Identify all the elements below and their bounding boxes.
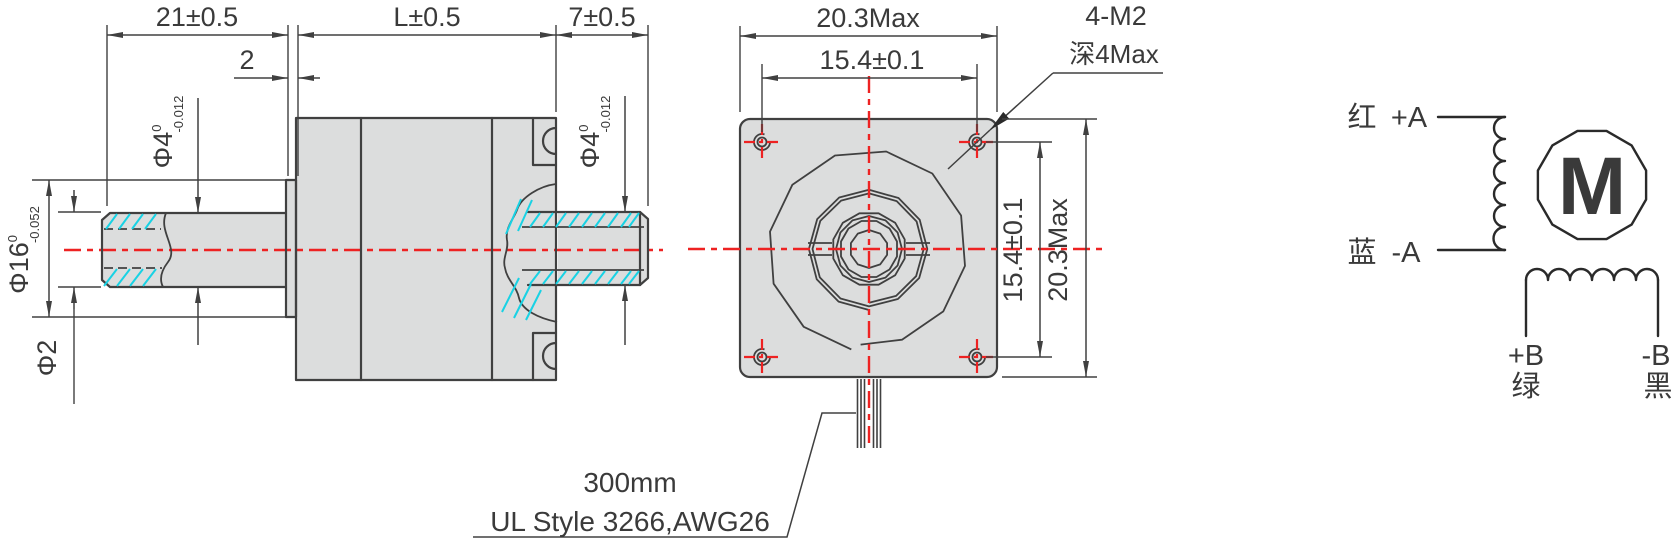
dim-front-shaft-dia-sub: -0.012 [171,96,186,133]
cable-spec: UL Style 3266,AWG26 [490,506,770,537]
motor-body-silhouette [769,150,966,351]
ring-middle-inner [840,220,898,278]
ring-middle-outer [832,212,906,286]
rear-shaft-thread-hatch [501,198,640,321]
side-view: 21±0.5 L±0.5 7±0.5 2 Φ40-0.012 Φ160-0.05… [4,2,663,404]
phase-a-neg-color-label: 蓝 [1347,236,1376,269]
dim-rear-shaft-dia-sub: -0.012 [598,96,613,133]
cable-length: 300mm [583,467,676,498]
front-right-dimensions: 15.4±0.1 20.3Max [986,118,1097,378]
dim-boss-dia-sup: 0 [5,235,20,242]
dim-height-max: 20.3Max [1043,198,1073,302]
length-dimensions: 21±0.5 L±0.5 7±0.5 [106,2,649,206]
hole-dia-dimension: Φ2 [32,190,101,404]
dim-front-shaft-dia: Φ4 [148,132,178,169]
dim-rear-shaft-length: 7±0.5 [568,2,635,32]
ring-side-notches [808,242,930,256]
dim-gearbox-length: 21±0.5 [156,2,238,32]
dim-hole-spacing-v: 15.4±0.1 [998,198,1028,303]
front-top-dimensions: 20.3Max 15.4±0.1 [739,3,998,132]
dim-hole-spacing-h: 15.4±0.1 [820,45,925,75]
screw-depth: 深4Max [1069,39,1159,69]
endbell-bottom-notch [531,331,558,382]
dim-hole-dia: Φ2 [32,340,62,377]
dim-rear-shaft-dia-sup: 0 [576,125,591,132]
phase-b-coil [1524,267,1660,282]
phase-a-pos-color-label: 红 [1347,101,1376,134]
dim-motor-length: L±0.5 [393,2,460,32]
front-plate-body [286,180,296,317]
phase-b-neg-label: -B [1642,340,1671,372]
rear-shaft-dia-dimension: Φ40 -0.012 [575,96,628,345]
wiring-diagram: 红 +A 蓝 -A M +B 绿 -B 黑 [1347,101,1672,403]
screw-spec-callout: 4-M2 深4Max [947,1,1163,170]
dim-boss-dia: Φ16 [4,242,34,294]
cable-leader-line [473,412,856,538]
phase-b-neg-color-label: 黑 [1643,371,1672,403]
outer-ring-spiral [808,188,929,311]
rear-shaft-body [558,212,648,285]
dim-front-shaft-dia-sup: 0 [149,125,164,132]
svg-text:Φ160-0.052: Φ160 -0.052 [4,206,42,294]
front-shaft-thread-hatch [103,213,157,287]
svg-text:Φ2: Φ2 [32,340,62,377]
rear-shaft-outline [526,210,650,287]
phase-a-pos-label: +A [1391,102,1428,134]
dim-plate-thickness: 2 [239,45,254,75]
front-shaft-break-line [160,212,173,288]
shaft-bore-circle [850,229,888,269]
svg-text:Φ40-0.012: Φ40 -0.012 [575,96,613,169]
plate-thickness-dimension: 2 [234,45,320,81]
lead-wire-bundle [856,379,882,448]
dim-rear-shaft-dia: Φ4 [575,132,605,169]
screw-hole-bottom-left [744,339,780,375]
front-shaft-outline [100,211,288,289]
front-shaft-dia-dimension: Φ40 -0.012 [148,96,201,345]
phase-b-pos-label: +B [1508,340,1544,372]
phase-b-pos-color-label: 绿 [1511,370,1540,403]
screw-hole-bottom-right [959,339,995,375]
svg-text:Φ40-0.012: Φ40 -0.012 [148,96,186,169]
phase-a-coil [1492,115,1507,252]
motor-symbol: M [1558,141,1626,232]
endbell-top-hole-arc [541,126,558,156]
dim-width-max: 20.3Max [816,3,920,33]
phase-a-neg-label: -A [1392,237,1422,269]
screw-spec: 4-M2 [1085,1,1147,31]
cable-note: 300mm UL Style 3266,AWG26 [473,412,856,538]
motor-circle [1536,129,1648,241]
gear-motor-outline [294,116,558,382]
endbell-top-notch [531,116,558,167]
front-view: 20.3Max 15.4±0.1 4-M2 深4Max 15.4±0.1 [688,1,1163,448]
dim-boss-dia-sub: -0.052 [27,206,42,243]
endbell-bottom-hole-arc [541,341,558,371]
